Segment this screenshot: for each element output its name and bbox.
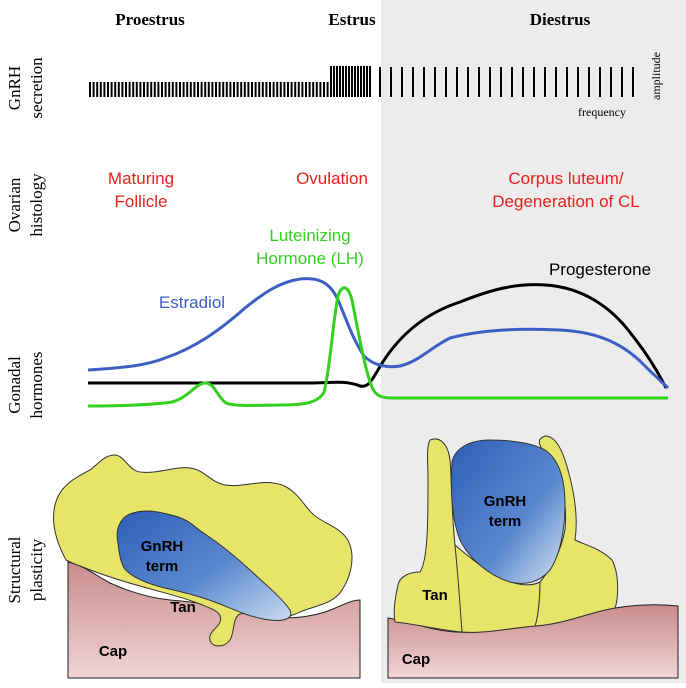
lh-curve [87,286,668,408]
row-label-structural-2: plasticity [27,538,46,601]
phase-diestrus: Diestrus [530,10,591,29]
gnrh-frequency-label: frequency [578,105,626,119]
row-label-gnrh: GnRH [5,66,24,110]
phase-proestrus: Proestrus [115,10,185,29]
ovarian-diestrus-line1: Corpus luteum/ [508,169,624,188]
structure-left: GnRH term Tan Cap [52,454,361,679]
gnrh-amplitude-label: amplitude [649,52,663,100]
gnrh-terminal-left [116,510,292,621]
gnrh-pulse-train [89,66,634,97]
ovarian-diestrus-line2: Degeneration of CL [492,192,639,211]
ovarian-estrus: Ovulation [296,169,368,188]
ovarian-proestrus-line1: Maturing [108,169,174,188]
capillary-left-label: Cap [99,643,127,660]
row-label-gonadal-2: hormones [27,351,46,418]
gnrh-term-left-line2: term [146,558,179,575]
row-label-gnrh-2: secretion [27,57,46,119]
structure-right: GnRH term Tan Cap [387,435,679,679]
ovarian-proestrus-line2: Follicle [115,192,168,211]
progesterone-label: Progesterone [549,260,651,279]
row-label-ovarian-2: histology [27,173,46,237]
tanycyte-right-label: Tan [422,587,448,604]
gnrh-term-right-line1: GnRH [484,493,527,510]
row-label-gonadal: Gonadal [5,356,24,414]
lh-label-line2: Hormone (LH) [256,249,364,268]
capillary-right-label: Cap [402,651,430,668]
gnrh-term-left-line1: GnRH [141,538,184,555]
tanycyte-right-cell-1 [393,438,463,633]
gnrh-term-right-line2: term [489,513,522,530]
tanycyte-left-label: Tan [170,599,196,616]
phase-estrus: Estrus [328,10,376,29]
lh-label-line1: Luteinizing [269,226,350,245]
progesterone-curve [88,283,668,389]
row-label-structural: Structural [5,536,24,603]
estradiol-label: Estradiol [159,293,225,312]
gnrh-terminal-right [450,439,566,584]
row-label-ovarian: Ovarian [5,177,24,232]
